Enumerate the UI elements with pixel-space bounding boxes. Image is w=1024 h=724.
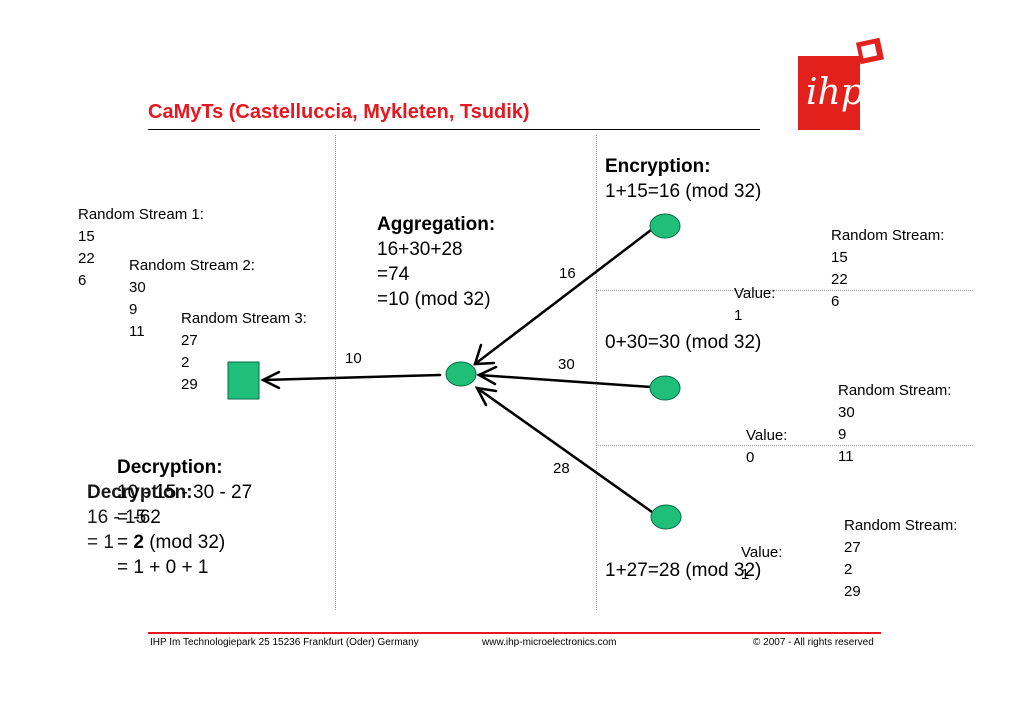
edge-16-arrowhead [473, 343, 496, 366]
encryption-top-equation: 1+15=16 (mod 32) [605, 181, 762, 202]
edge-16-line [473, 228, 653, 366]
title-underline [148, 129, 760, 130]
divider-row-2 [596, 445, 973, 446]
divider-row-1 [596, 290, 973, 291]
edge-28-arrowhead [474, 386, 498, 407]
footer-address: IHP Im Technologiepark 25 15236 Frankfur… [150, 637, 419, 648]
footer-rule [148, 632, 881, 634]
sensor-node-3 [650, 504, 682, 530]
footer-copyright: © 2007 - All rights reserved [753, 637, 874, 648]
encryption-block: Encryption: 1+15=16 (mod 32) [605, 154, 761, 204]
edge-28-line [475, 386, 654, 514]
node-3-value: Value:1 [741, 544, 783, 583]
edge-label-30: 30 [558, 356, 575, 373]
decryption-heading: Decryption: [117, 457, 223, 478]
encryption-heading: Encryption: [605, 156, 711, 177]
edge-10-line [261, 373, 442, 382]
edge-10-arrowhead [260, 370, 281, 390]
edge-30-line [477, 373, 653, 389]
edge-label-10: 10 [345, 350, 362, 367]
sink-node [227, 361, 260, 400]
sensor-node-1 [649, 213, 681, 239]
sensor-node-2 [649, 375, 681, 401]
ihp-logo [798, 56, 860, 130]
edge-30-arrowhead [476, 365, 498, 386]
aggregation-block: Aggregation: 16+30+28 =74 =10 (mod 32) [377, 214, 496, 310]
decryption-block: Decryption: 10 - 15 - 30 - 27 = -62 = 2 … [117, 457, 253, 578]
decryption-overlay: Decryption: 16 - 15 = 1 [87, 482, 193, 553]
footer-url[interactable]: www.ihp-microelectronics.com [482, 637, 617, 648]
encryption-bottom-equation: 1+27=28 (mod 32) [605, 560, 762, 581]
divider-right [596, 135, 597, 610]
logo-text: ihp [806, 72, 864, 113]
encryption-mid-equation: 0+30=30 (mod 32) [605, 332, 762, 353]
node-2-value: Value:0 [746, 427, 788, 466]
edge-label-28: 28 [553, 460, 570, 477]
aggregator-node [445, 361, 477, 387]
slide-title: CaMyTs (Castelluccia, Mykleten, Tsudik) [148, 101, 530, 123]
divider-left [335, 135, 336, 610]
edge-label-16: 16 [559, 265, 576, 282]
aggregation-heading: Aggregation: [377, 214, 496, 235]
node-1-value: Value:1 [734, 285, 776, 324]
